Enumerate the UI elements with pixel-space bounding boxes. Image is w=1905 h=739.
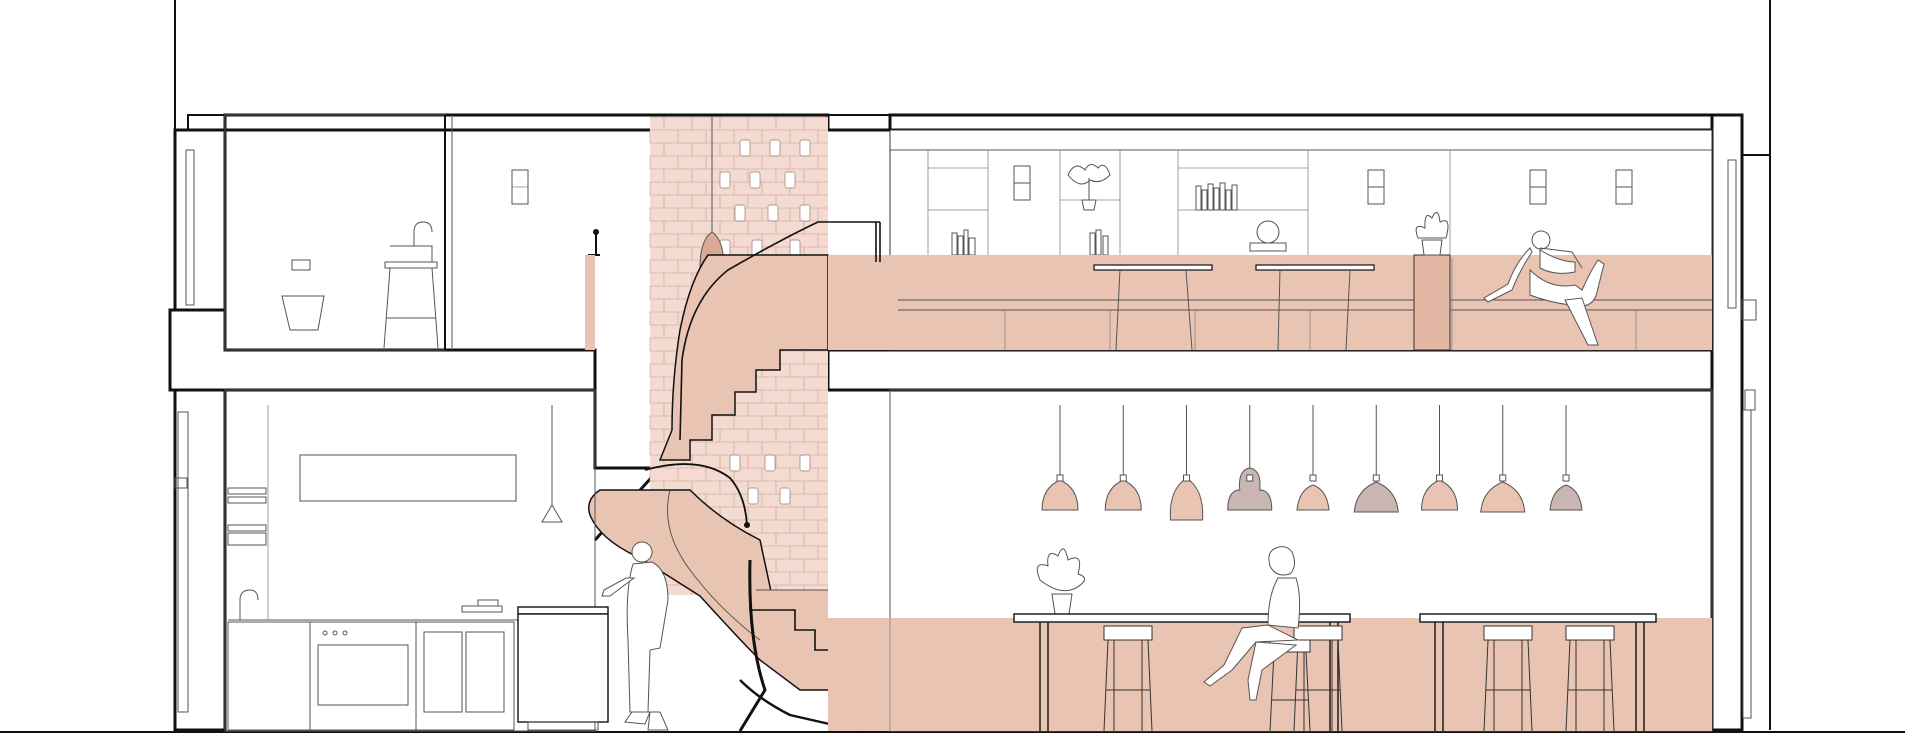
plant-pedestal	[1413, 254, 1451, 351]
bar-stool-icon	[1483, 625, 1533, 732]
wall-jar-icon	[784, 171, 796, 189]
pendant-lamp-icon	[1227, 405, 1273, 511]
upper-floor	[224, 114, 1713, 351]
kitchen-window	[299, 454, 517, 502]
dining-hall	[828, 389, 1713, 732]
kitchen-island	[517, 606, 609, 731]
pendant-lamp-icon	[1169, 405, 1204, 521]
wall-jar-icon	[769, 139, 781, 157]
wall-jar-icon	[789, 239, 801, 257]
shelf-plant-icon	[1067, 164, 1111, 211]
pedestal-plant-icon	[1415, 211, 1449, 256]
loft-wall-frames	[1013, 165, 1633, 205]
wall-jar-icon	[734, 204, 746, 222]
pendant-lamp-icon	[1041, 405, 1079, 511]
seated-woman-figure	[1203, 546, 1301, 701]
roof-slab	[223, 113, 1714, 132]
wall-jar-icon	[729, 454, 741, 472]
kitchen-counter	[227, 589, 520, 731]
wall-jar-icon	[739, 139, 751, 157]
wall-jar-icon	[764, 454, 776, 472]
staircase	[588, 221, 890, 733]
dining-table-plant-icon	[1036, 548, 1085, 615]
pendant-lamp-icon	[1296, 405, 1330, 511]
wall-jar-icon	[767, 204, 779, 222]
bar-stool-icon	[1293, 625, 1343, 732]
wall-jar-icon	[799, 204, 811, 222]
standing-cook-figure	[601, 541, 669, 731]
upper-stair-handrail	[679, 221, 880, 441]
bar-stool-row	[1103, 625, 1615, 732]
kitchen-pendant-icon	[541, 405, 563, 523]
right-exterior-wall	[1710, 113, 1744, 732]
loft-table-2	[1255, 264, 1375, 351]
pendant-lamp-icon	[1420, 405, 1459, 511]
reading-loft	[889, 129, 1713, 351]
left-exterior-wall	[173, 128, 227, 732]
pendant-lamp-icon	[1353, 405, 1399, 513]
wall-jar-icon	[799, 454, 811, 472]
bar-stool-icon	[1103, 625, 1153, 732]
pendant-lamp-icon	[1104, 405, 1142, 511]
wall-jar-icon	[799, 139, 811, 157]
globe-icon	[1249, 220, 1287, 252]
reclining-person-figure	[1483, 230, 1605, 346]
wall-jar-icon	[749, 171, 761, 189]
ground-floor	[224, 389, 1713, 732]
bar-table-2	[1419, 613, 1657, 731]
bathroom	[224, 114, 453, 351]
bar-table-1	[1013, 613, 1351, 731]
upper-stair-flight	[658, 254, 829, 461]
bar-stool-icon	[1565, 625, 1615, 732]
wall-jar-icon	[747, 487, 759, 505]
ground-line	[0, 731, 1905, 733]
toilet-icon	[281, 259, 325, 331]
study	[511, 169, 600, 350]
sink-stand-icon	[383, 221, 439, 349]
pendant-lamp-row	[1041, 405, 1583, 521]
pendant-lamp-icon	[1549, 405, 1583, 511]
pendant-lamp-icon	[1480, 405, 1526, 513]
wall-jar-icon	[779, 487, 791, 505]
kitchen	[224, 389, 669, 732]
loft-table-1	[1093, 264, 1213, 351]
wall-jar-icon	[719, 171, 731, 189]
study-pink-wall-strip	[585, 255, 595, 350]
upper-floor-slab-right	[826, 348, 1714, 392]
